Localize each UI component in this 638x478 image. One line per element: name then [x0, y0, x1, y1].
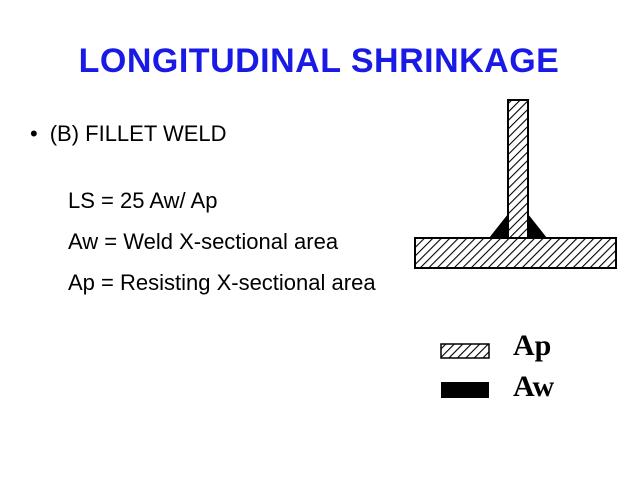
legend-label-aw: Aw [513, 370, 555, 403]
slide-title: LONGITUDINAL SHRINKAGE [78, 42, 560, 80]
fillet-weld-left [489, 214, 508, 238]
legend-swatch-ap [440, 343, 490, 359]
bullet-dot-icon: • [30, 121, 38, 146]
bullet-item: • (B) FILLET WELD [30, 121, 227, 147]
bullet-text: (B) FILLET WELD [49, 121, 227, 146]
legend-swatch-aw [441, 382, 489, 398]
legend-label-ap: Ap [513, 329, 552, 362]
fillet-weld-right [528, 214, 547, 238]
formula-ap: Ap = Resisting X-sectional area [68, 270, 376, 295]
formula-ls: LS = 25 Aw/ Ap [68, 188, 218, 213]
formula-aw: Aw = Weld X-sectional area [68, 229, 339, 254]
base-plate [414, 237, 617, 269]
vertical-plate [507, 99, 529, 239]
